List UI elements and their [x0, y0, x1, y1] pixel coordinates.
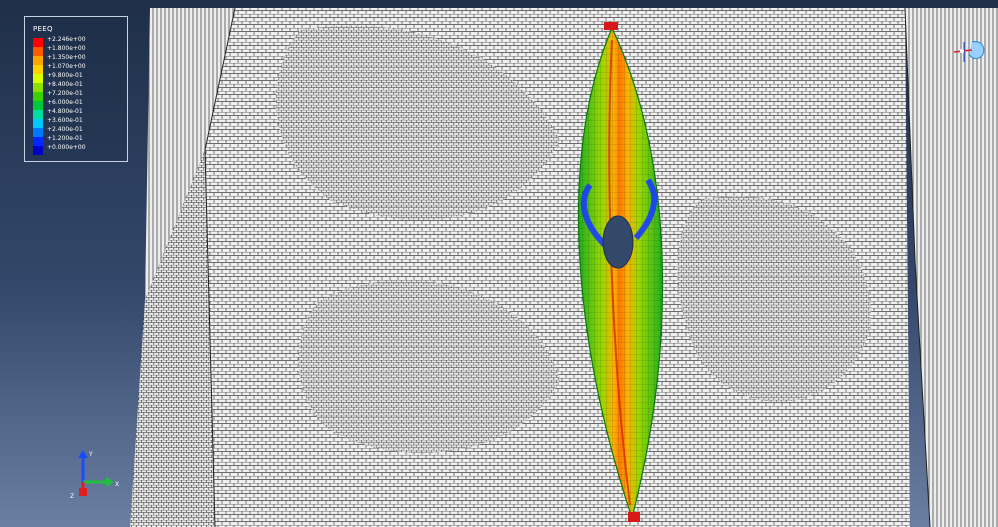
- legend-swatch: [33, 74, 43, 83]
- crack-hole: [602, 215, 634, 269]
- view-orientation-icon[interactable]: [950, 36, 990, 66]
- triad-x-label: X: [115, 481, 119, 488]
- contour-legend: PEEQ +2.246e+00 +1.800e+00 +1.350e+00 +1.07…: [24, 16, 128, 162]
- triad-y-arrow-icon: [78, 450, 88, 458]
- mesh-swirl-region-lower: [298, 279, 560, 453]
- triad-z-marker: [79, 488, 87, 496]
- crack-tip-bottom-marker: [628, 512, 640, 522]
- legend-swatch: [33, 119, 43, 128]
- legend-value: +9.800e-01: [47, 72, 83, 79]
- triad-x-arrow-icon: [106, 477, 114, 487]
- crack-tip-top-marker: [604, 22, 618, 30]
- legend-swatch: [33, 83, 43, 92]
- mesh-face-left-lower: [130, 150, 215, 527]
- legend-color-bar: [33, 38, 43, 155]
- legend-swatch: [33, 38, 43, 47]
- legend-swatch: [33, 65, 43, 74]
- legend-swatch: [33, 92, 43, 101]
- triad-z-label: Z: [70, 493, 74, 500]
- mesh-face-right: [905, 8, 998, 527]
- legend-value: +0.000e+00: [47, 144, 86, 151]
- mesh-face-left-upper: [145, 8, 235, 300]
- legend-value: +1.200e-01: [47, 135, 83, 142]
- crack-contour[interactable]: [577, 22, 664, 522]
- legend-value-list: +2.246e+00 +1.800e+00 +1.350e+00 +1.070e+00…: [47, 35, 86, 152]
- mesh-swirl-region-right: [677, 196, 871, 402]
- legend-swatch: [33, 137, 43, 146]
- triad-y-label: Y: [88, 451, 93, 458]
- legend-value: +4.800e-01: [47, 108, 83, 115]
- legend-value: +1.800e+00: [47, 45, 86, 52]
- legend-value: +6.000e-01: [47, 99, 83, 106]
- legend-swatch: [33, 110, 43, 119]
- legend-title: PEEQ: [33, 25, 53, 33]
- legend-swatch: [33, 56, 43, 65]
- legend-value: +7.200e-01: [47, 90, 83, 97]
- legend-value: +8.400e-01: [47, 81, 83, 88]
- legend-value: +1.350e+00: [47, 54, 86, 61]
- legend-swatch: [33, 146, 43, 155]
- legend-value: +1.070e+00: [47, 63, 86, 70]
- legend-value: +2.400e-01: [47, 126, 83, 133]
- axis-triad: Y X Z: [70, 450, 119, 500]
- legend-value: +3.600e-01: [47, 117, 83, 124]
- legend-swatch: [33, 47, 43, 56]
- mesh-swirl-region: [276, 25, 560, 220]
- legend-value: +2.246e+00: [47, 36, 86, 43]
- mesh-edge-lines: [204, 7, 931, 527]
- legend-swatch: [33, 101, 43, 110]
- legend-swatch: [33, 128, 43, 137]
